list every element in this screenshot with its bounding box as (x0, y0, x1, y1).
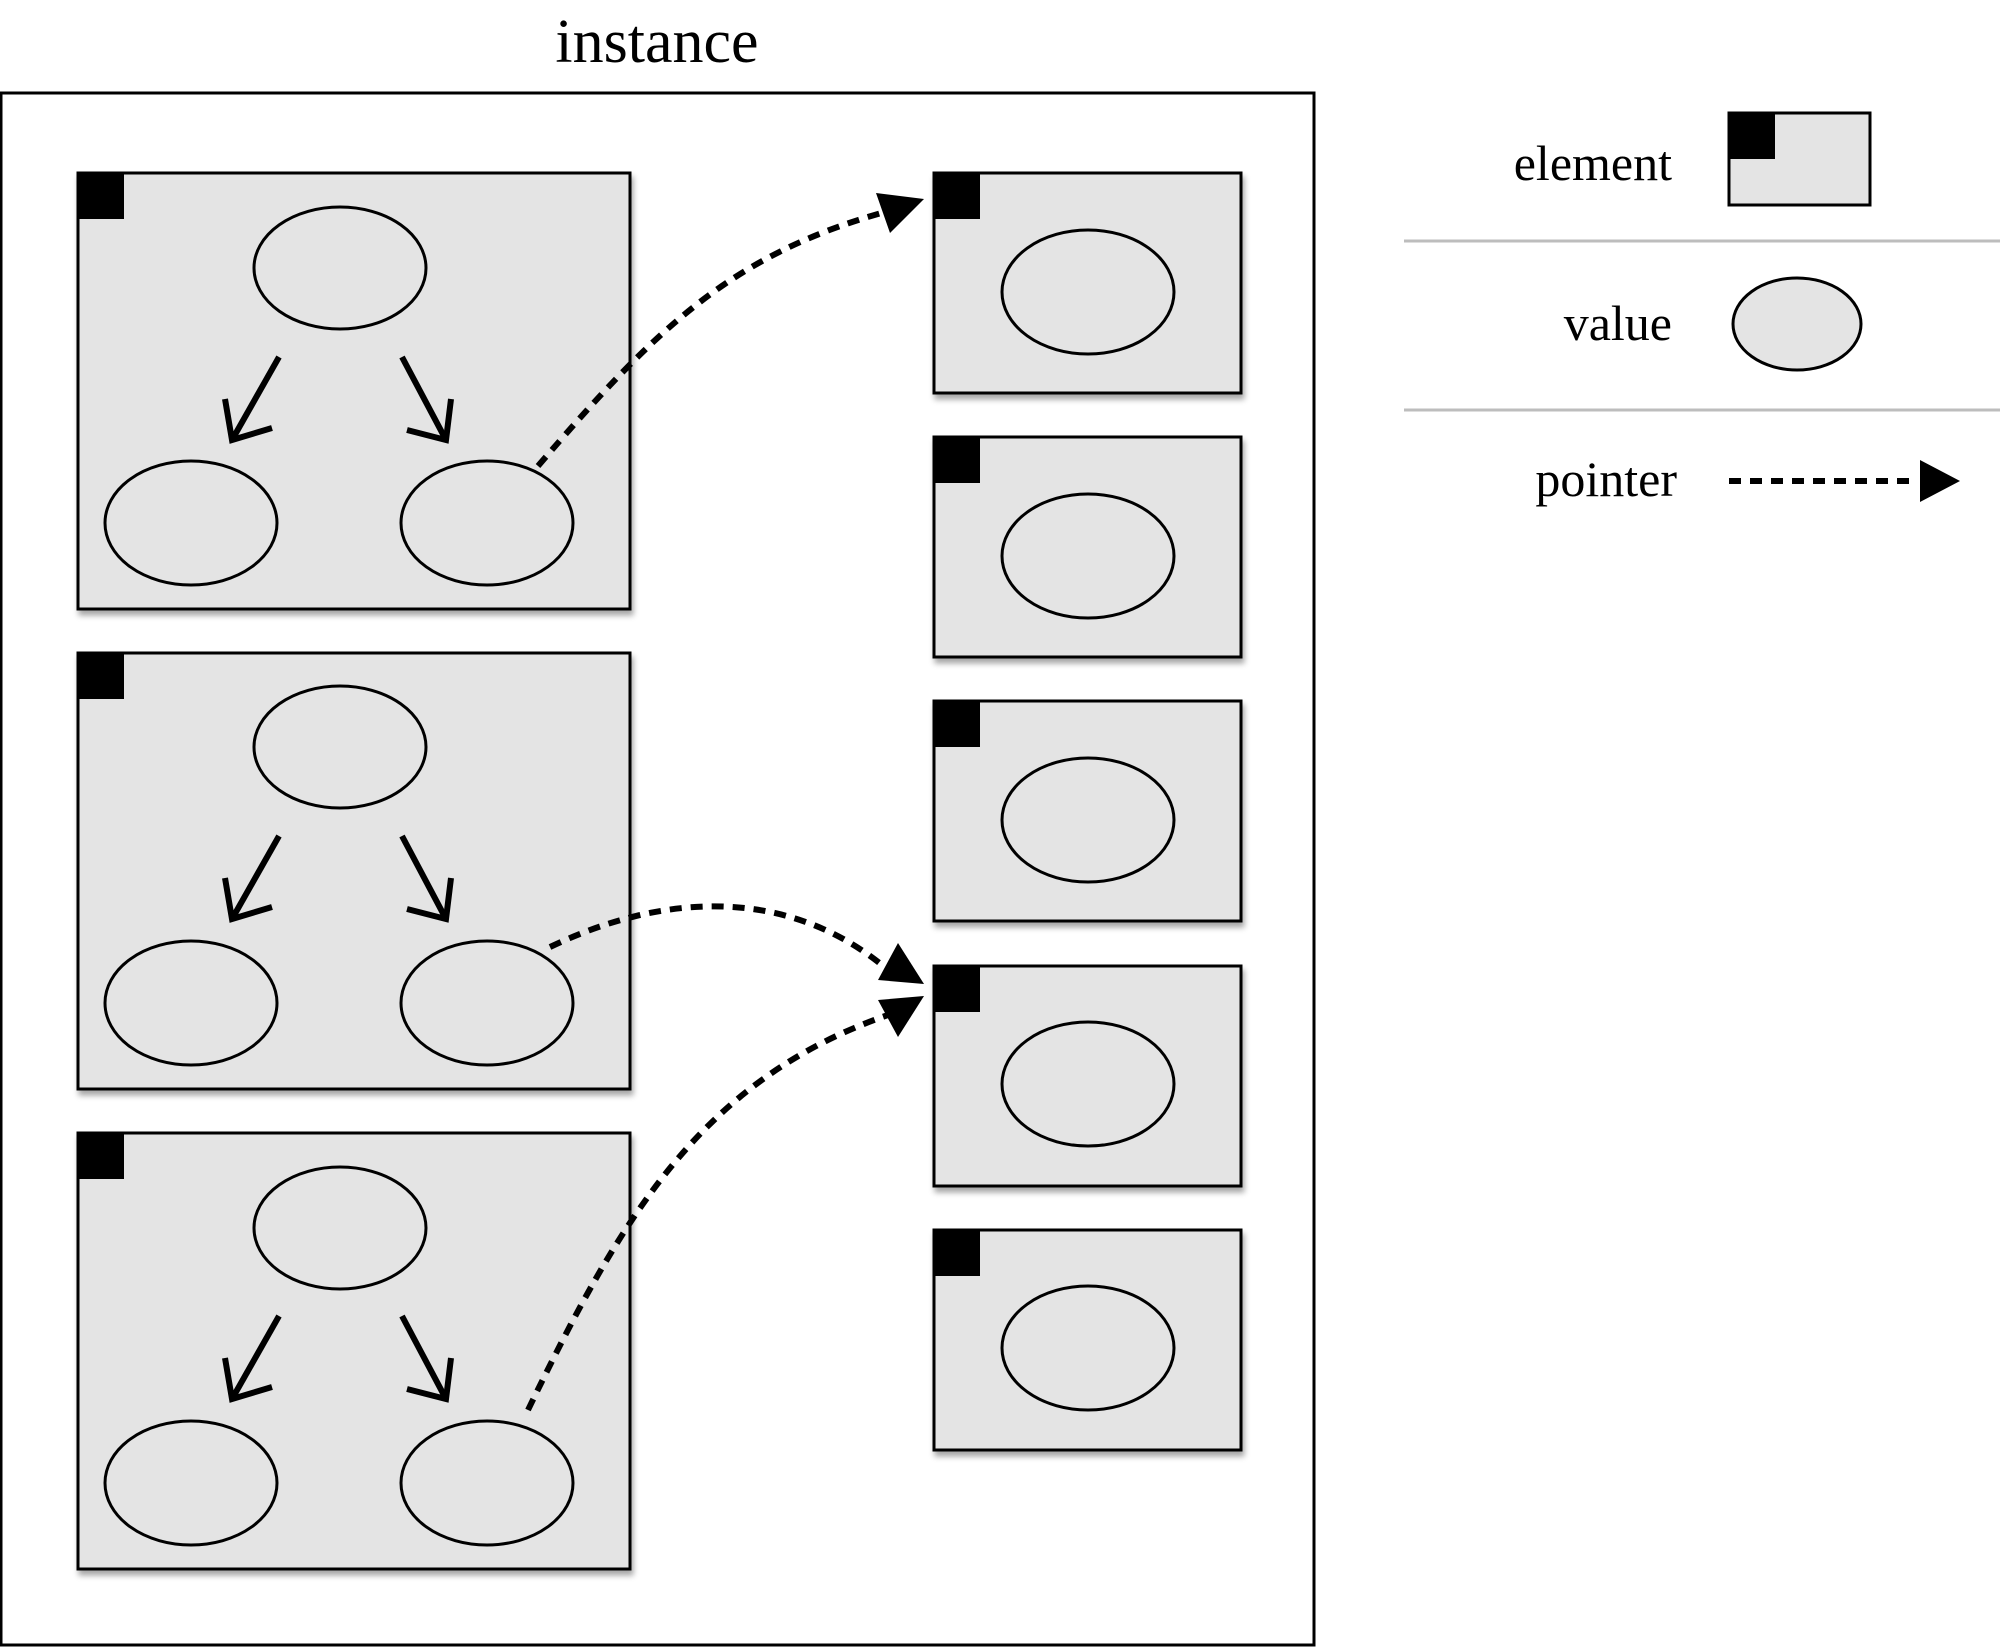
solid-arrow (222, 834, 282, 923)
simple-element (932, 1228, 1243, 1452)
value-node (252, 684, 428, 810)
value-node (1000, 1284, 1176, 1412)
solid-arrow (222, 355, 282, 444)
legend-label-element: element (1514, 135, 1672, 191)
pointer-arrow (525, 996, 924, 1412)
solid-arrow (399, 355, 454, 444)
value-node (103, 1419, 279, 1547)
instance-title: instance (555, 8, 758, 76)
element-marker (78, 653, 124, 699)
element-marker (934, 1230, 980, 1276)
element-marker (78, 1133, 124, 1179)
value-node (399, 459, 575, 587)
element-marker (78, 173, 124, 219)
legend: element value pointer (1404, 111, 2000, 507)
pointer-arrow (548, 903, 924, 984)
composite-element (76, 1131, 632, 1571)
solid-arrow (399, 834, 454, 923)
element-marker (934, 437, 980, 483)
simple-element (932, 699, 1243, 923)
value-ellipse-icon (1731, 276, 1863, 372)
value-node (103, 459, 279, 587)
composite-element (76, 651, 632, 1091)
value-node (252, 1165, 428, 1291)
value-node (1000, 492, 1176, 620)
element-marker (934, 173, 980, 219)
legend-label-pointer: pointer (1535, 451, 1677, 507)
solid-arrow (399, 1314, 454, 1403)
simple-element (932, 171, 1243, 395)
value-node (1000, 228, 1176, 356)
value-node (103, 939, 279, 1067)
value-node (1000, 1020, 1176, 1148)
simple-element (932, 964, 1243, 1188)
dashed-arrow-icon (1729, 460, 1960, 502)
simple-element (932, 435, 1243, 659)
value-node (252, 205, 428, 331)
legend-label-value: value (1564, 295, 1672, 351)
value-node (1000, 756, 1176, 884)
composite-element (76, 171, 632, 611)
element-box-icon (1727, 111, 1872, 207)
element-marker (934, 701, 980, 747)
solid-arrow (222, 1314, 282, 1403)
value-node (399, 1419, 575, 1547)
pointer-arrow (535, 193, 924, 468)
value-node (399, 939, 575, 1067)
element-marker (934, 966, 980, 1012)
